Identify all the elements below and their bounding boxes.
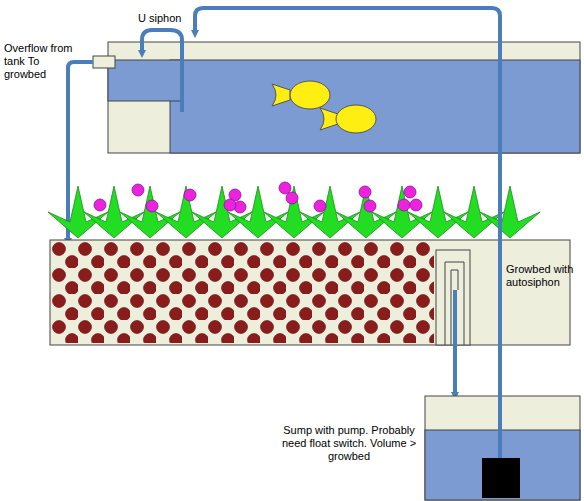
note-label: U siphon bbox=[138, 12, 198, 25]
plants bbox=[48, 182, 540, 238]
fish-tank bbox=[93, 42, 580, 153]
growbed bbox=[50, 240, 570, 345]
note-label: Overflow from tank To growbed bbox=[4, 42, 74, 81]
sump bbox=[425, 396, 580, 500]
fish bbox=[272, 81, 376, 133]
u-siphon-pipe bbox=[142, 30, 182, 112]
drain-pipe bbox=[453, 290, 457, 396]
note-label: Sump with pump. Probably need float swit… bbox=[278, 424, 420, 463]
note-label: Growbed with autosiphon bbox=[506, 263, 578, 289]
return-pipe bbox=[195, 8, 500, 458]
